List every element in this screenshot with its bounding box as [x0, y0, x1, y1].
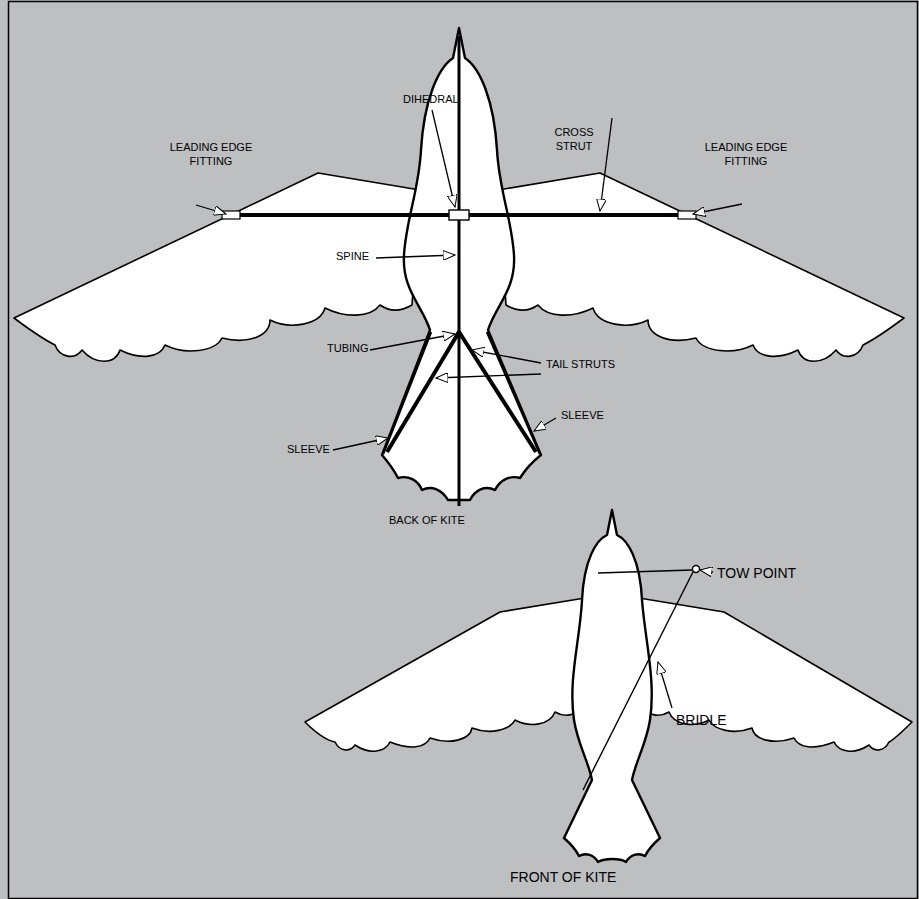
- part-label: DIHEDRAL: [403, 93, 459, 107]
- frame-spars: [222, 36, 696, 506]
- leader-line: [700, 570, 713, 572]
- body: [564, 510, 660, 862]
- part-label: LEADING EDGE FITTING: [158, 141, 264, 169]
- leader-line: [376, 255, 455, 258]
- body: [382, 28, 541, 500]
- part-label: TAIL STRUTS: [546, 358, 615, 372]
- frame: [9, 2, 918, 899]
- bridle: [583, 566, 700, 791]
- leader-line: [370, 334, 455, 350]
- part-label: CROSS STRUT: [546, 126, 602, 154]
- front-kite: [305, 510, 912, 862]
- leader-line: [534, 418, 556, 431]
- leader-line: [333, 438, 388, 450]
- part-label: TUBING: [327, 342, 369, 356]
- leading-edge-fitting: [222, 211, 240, 219]
- leader-line: [600, 118, 612, 211]
- right-wing: [639, 598, 912, 751]
- bridle-line: [598, 570, 692, 573]
- bridle-line: [583, 570, 694, 790]
- part-label: FRONT OF KITE: [510, 869, 616, 887]
- leader-line: [472, 350, 541, 363]
- leader-line: [693, 204, 742, 214]
- leader-lines: [196, 110, 742, 708]
- sleeve: [487, 332, 540, 454]
- left-wing: [14, 173, 420, 361]
- spine: [458, 36, 461, 506]
- tubing: [450, 330, 468, 346]
- right-wing: [498, 173, 904, 361]
- part-label: BACK OF KITE: [389, 514, 465, 528]
- part-label: LEADING EDGE FITTING: [690, 141, 802, 169]
- tail-strut: [459, 332, 536, 452]
- part-label: SLEEVE: [561, 409, 604, 423]
- part-label: BRIDLE: [676, 712, 727, 730]
- part-label: SLEEVE: [287, 443, 330, 457]
- left-wing: [305, 598, 585, 751]
- dihedral-fitting: [449, 210, 469, 220]
- leader-line: [196, 205, 226, 214]
- tow-ring: [693, 566, 700, 573]
- sleeve: [383, 332, 431, 454]
- part-label: SPINE: [336, 250, 369, 264]
- part-label: TOW POINT: [717, 565, 796, 583]
- leader-line: [432, 110, 455, 207]
- leader-line: [658, 662, 672, 708]
- leading-edge-fitting: [678, 211, 696, 219]
- leader-line: [436, 374, 541, 378]
